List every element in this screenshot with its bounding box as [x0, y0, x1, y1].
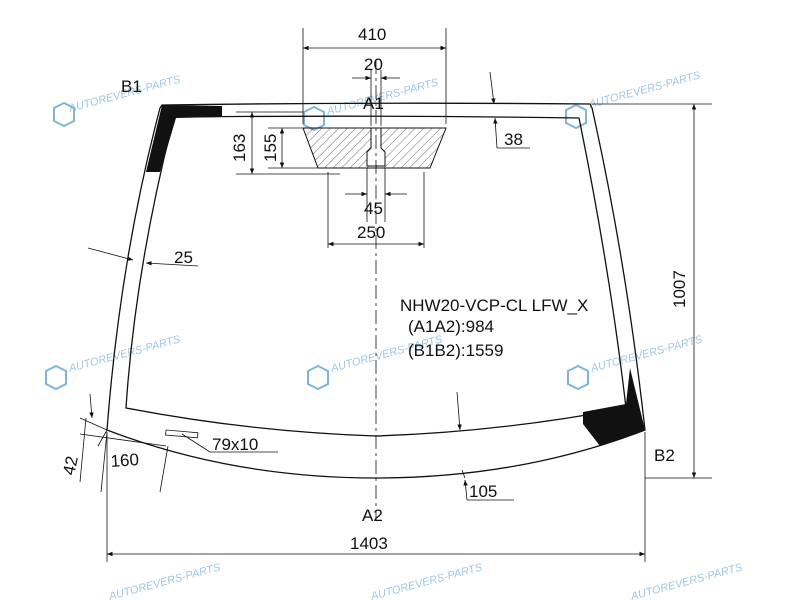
- dim-center-width: 20: [364, 55, 383, 74]
- watermark-logo: [307, 364, 329, 391]
- dim-height-155: 155: [261, 134, 280, 162]
- point-b2: B2: [654, 446, 675, 465]
- watermark-text: AUTOREVERS-PARTS: [107, 561, 223, 600]
- part-b1b2: (B1B2):1559: [408, 341, 503, 360]
- dim-total-height: 1007: [670, 270, 689, 308]
- point-a1: A1: [363, 94, 384, 113]
- watermark-text: AUTOREVERS-PARTS: [587, 69, 703, 111]
- watermark-logo: [567, 364, 589, 391]
- glass-inner-edge: [125, 115, 627, 437]
- dim-bottom-42: 42: [59, 454, 82, 476]
- black-band-bottom-right: [583, 368, 645, 446]
- part-code: NHW20-VCP-CL LFW_X: [400, 296, 588, 315]
- dim-cutout: 79x10: [212, 435, 258, 454]
- cutout: [165, 429, 199, 439]
- dim-height-163: 163: [230, 134, 249, 162]
- dim-edge-38: 38: [504, 130, 523, 149]
- watermark-text: AUTOREVERS-PARTS: [589, 333, 705, 375]
- watermark-logo: [53, 101, 75, 128]
- dim-sensor-250: 250: [357, 223, 385, 242]
- glass-outer-edge: [106, 102, 646, 479]
- watermark-text: AUTOREVERS-PARTS: [67, 333, 183, 375]
- part-a1a2: (A1A2):984: [408, 317, 494, 336]
- watermark-logo: [45, 364, 67, 391]
- dim-bracket-width: 410: [358, 25, 386, 44]
- dim-total-width: 1403: [350, 534, 388, 553]
- dim-slot-45: 45: [364, 199, 383, 218]
- dim-bottom-160: 160: [110, 450, 140, 471]
- watermark-logo: [565, 103, 587, 130]
- dim-side-band-25: 25: [174, 248, 193, 267]
- watermark-text: AUTOREVERS-PARTS: [369, 561, 485, 600]
- dim-bottom-105: 105: [469, 482, 497, 501]
- black-band-top-left: [146, 105, 222, 172]
- watermark-text: AUTOREVERS-PARTS: [629, 561, 745, 600]
- point-b1: B1: [121, 77, 142, 96]
- point-a2: A2: [362, 506, 383, 525]
- watermark-logo: [303, 105, 325, 132]
